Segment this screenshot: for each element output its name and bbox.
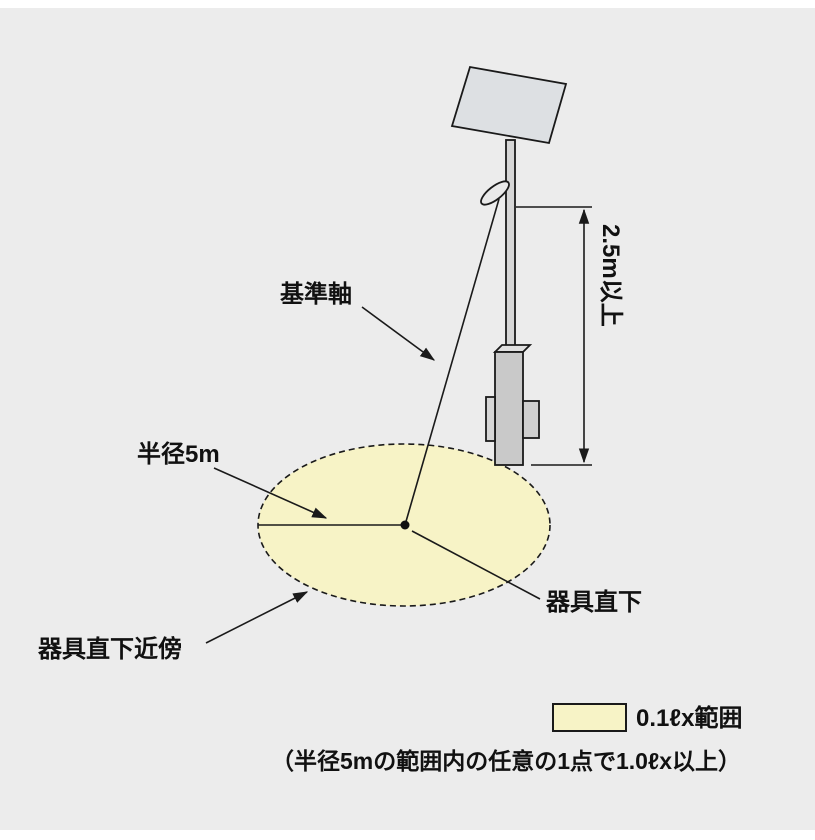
battery-box-right-attachment	[522, 400, 540, 439]
fixture-pole	[505, 139, 516, 356]
height-dimension: 2.5m以上	[516, 206, 624, 466]
reference-axis-arrow	[361, 306, 436, 361]
battery-box-top	[492, 344, 533, 353]
legend: 0.1ℓx範囲 （半径5mの範囲内の任意の1点で1.0ℓx以上）	[271, 703, 742, 774]
light-fixture	[450, 65, 568, 466]
legend-note: （半径5mの範囲内の任意の1点で1.0ℓx以上）	[271, 748, 741, 774]
directly-below-point	[400, 520, 410, 530]
near-directly-below-label: 器具直下近傍	[37, 635, 182, 663]
diagram-background	[0, 8, 815, 830]
radius-label: 半径5m	[137, 441, 220, 468]
near-directly-below-arrow	[205, 591, 309, 644]
radius-arrow	[213, 467, 328, 519]
lamp-head	[480, 180, 510, 206]
battery-box	[494, 351, 524, 466]
reference-axis-label: 基準軸	[280, 280, 352, 308]
legend-swatch	[552, 703, 627, 732]
battery-box-left-panel	[485, 396, 496, 442]
mounting-height-label: 2.5m以上	[597, 224, 624, 327]
reference-axis-line	[404, 198, 500, 526]
directly-below-leader-line	[411, 530, 541, 600]
directly-below-label: 器具直下	[545, 589, 642, 616]
legend-swatch-label: 0.1ℓx範囲	[636, 704, 742, 732]
solar-panel	[450, 65, 568, 145]
